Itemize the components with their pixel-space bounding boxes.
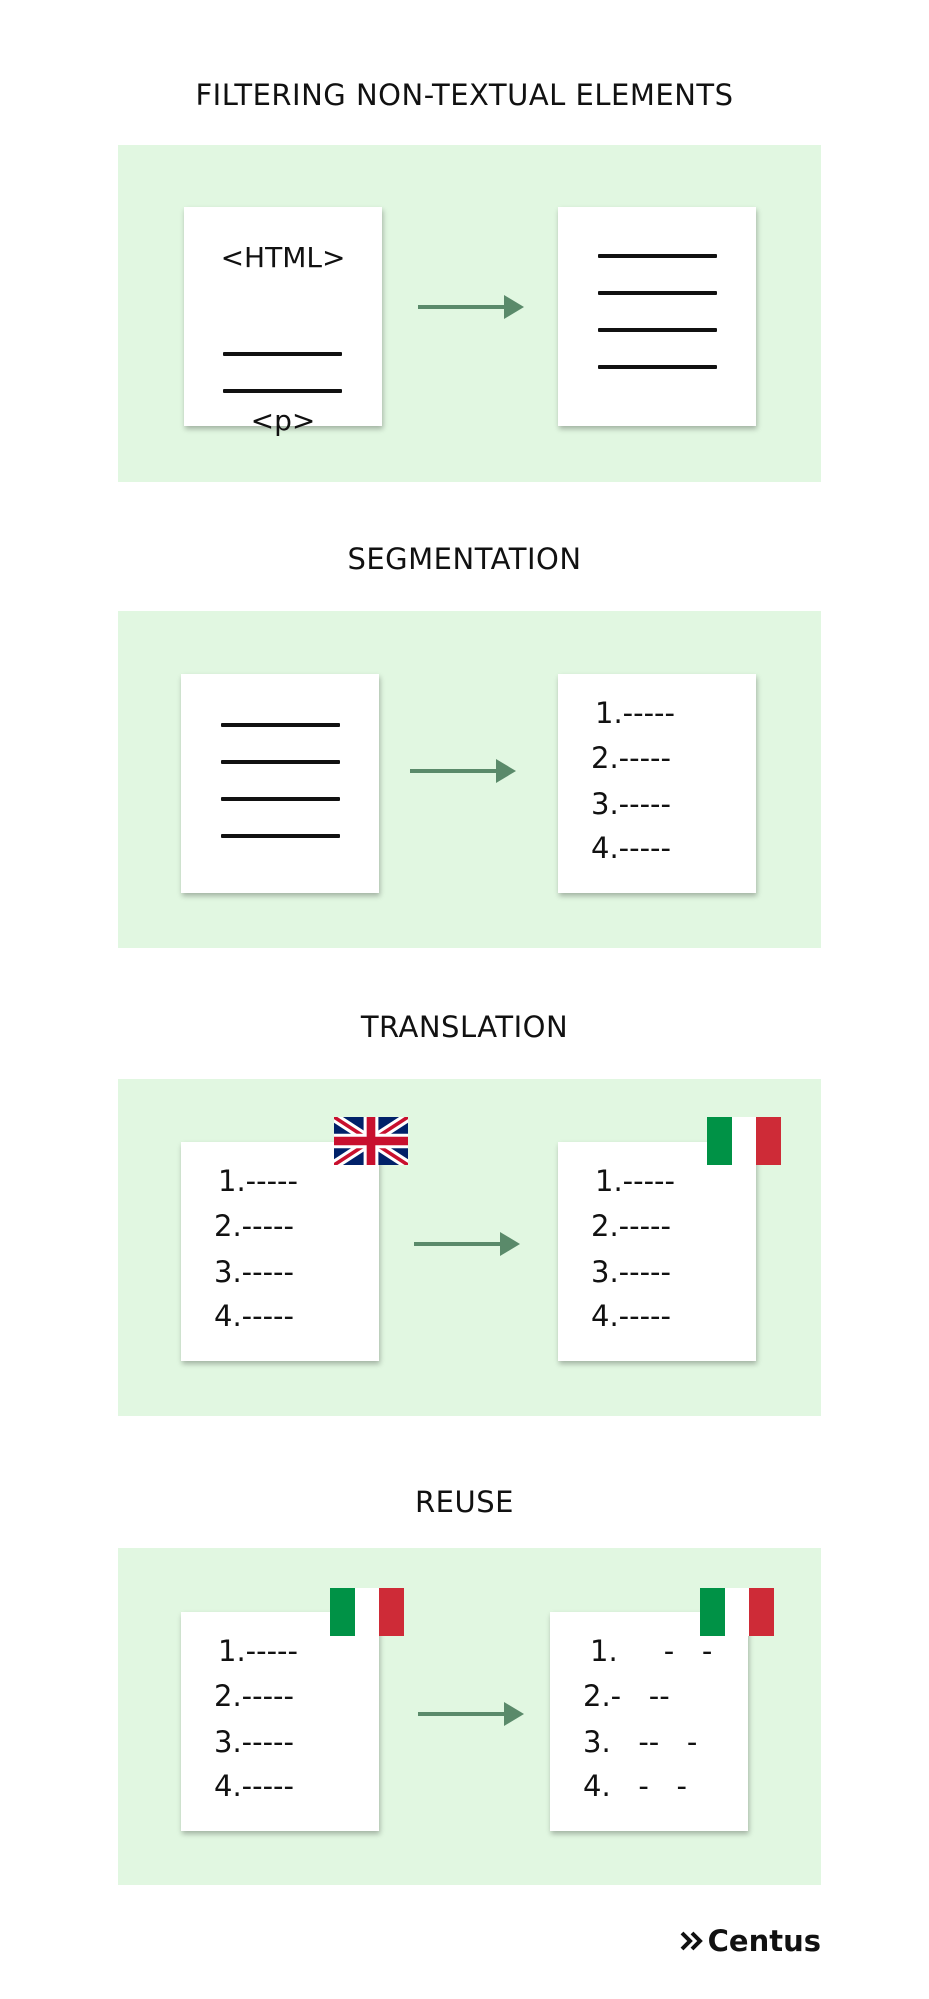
segment-item: 1. - - xyxy=(590,1634,713,1668)
text-line xyxy=(223,389,342,393)
segment-item: 3.----- xyxy=(214,1725,294,1759)
arrow-right-icon xyxy=(414,1232,520,1256)
text-line xyxy=(598,328,717,332)
segment-item: 3.----- xyxy=(591,1255,671,1289)
text-line xyxy=(221,834,340,838)
segment-item: 3.----- xyxy=(591,787,671,821)
segment-item: 2.----- xyxy=(214,1209,294,1243)
section-title-translation: TRANSLATION xyxy=(360,1010,569,1044)
reused-document: 1. - - 2.- -- 3. -- - 4. - - xyxy=(550,1612,748,1831)
reuse-panel: 1.----- 2.----- 3.----- 4.----- 1. - - 2… xyxy=(118,1548,821,1885)
p-tag-label: <p> xyxy=(250,404,316,437)
segment-item: 2.- -- xyxy=(583,1679,670,1713)
centus-logo: Centus xyxy=(680,1924,821,1958)
segment-item: 1.----- xyxy=(218,1164,298,1198)
segment-item: 2.----- xyxy=(214,1679,294,1713)
segment-item: 1.----- xyxy=(218,1634,298,1668)
segment-item: 4.----- xyxy=(591,831,671,865)
segment-item: 4.----- xyxy=(214,1299,294,1333)
double-chevron-icon xyxy=(680,1931,703,1951)
segment-item: 2.----- xyxy=(591,1209,671,1243)
plain-text-document xyxy=(558,207,756,426)
italy-flag-icon xyxy=(700,1588,775,1636)
segment-item: 4.----- xyxy=(214,1769,294,1803)
text-line xyxy=(598,254,717,258)
text-line xyxy=(223,352,342,356)
filtering-panel: <HTML> <p> xyxy=(118,145,821,482)
plain-text-document xyxy=(181,674,379,893)
text-line xyxy=(598,291,717,295)
section-title-reuse: REUSE xyxy=(415,1485,514,1519)
arrow-right-icon xyxy=(410,759,516,783)
italian-document: 1.----- 2.----- 3.----- 4.----- xyxy=(558,1142,756,1361)
segment-item: 1.----- xyxy=(595,1164,675,1198)
section-title-filtering: FILTERING NON-TEXTUAL ELEMENTS xyxy=(195,78,734,112)
segment-item: 2.----- xyxy=(591,741,671,775)
segment-item: 3.----- xyxy=(214,1255,294,1289)
text-line xyxy=(221,797,340,801)
arrow-right-icon xyxy=(418,1702,524,1726)
text-line xyxy=(221,760,340,764)
italian-document: 1.----- 2.----- 3.----- 4.----- xyxy=(181,1612,379,1831)
italy-flag-icon xyxy=(707,1117,782,1165)
english-document: 1.----- 2.----- 3.----- 4.----- xyxy=(181,1142,379,1361)
segmented-document: 1.----- 2.----- 3.----- 4.----- xyxy=(558,674,756,893)
uk-flag-icon xyxy=(334,1117,408,1165)
segment-item: 1.----- xyxy=(595,696,675,730)
text-line xyxy=(221,723,340,727)
logo-text: Centus xyxy=(707,1924,821,1958)
html-source-document: <HTML> <p> xyxy=(184,207,382,437)
section-title-segmentation: SEGMENTATION xyxy=(347,542,582,576)
segment-item: 4.----- xyxy=(591,1299,671,1333)
segmentation-panel: 1.----- 2.----- 3.----- 4.----- xyxy=(118,611,821,948)
html-tag-label: <HTML> xyxy=(220,241,346,274)
arrow-right-icon xyxy=(418,295,524,319)
italy-flag-icon xyxy=(330,1588,405,1636)
translation-panel: 1.----- 2.----- 3.----- 4.----- 1.----- … xyxy=(118,1079,821,1416)
text-line xyxy=(598,365,717,369)
segment-item: 3. -- - xyxy=(583,1725,698,1759)
segment-item: 4. - - xyxy=(583,1769,687,1803)
